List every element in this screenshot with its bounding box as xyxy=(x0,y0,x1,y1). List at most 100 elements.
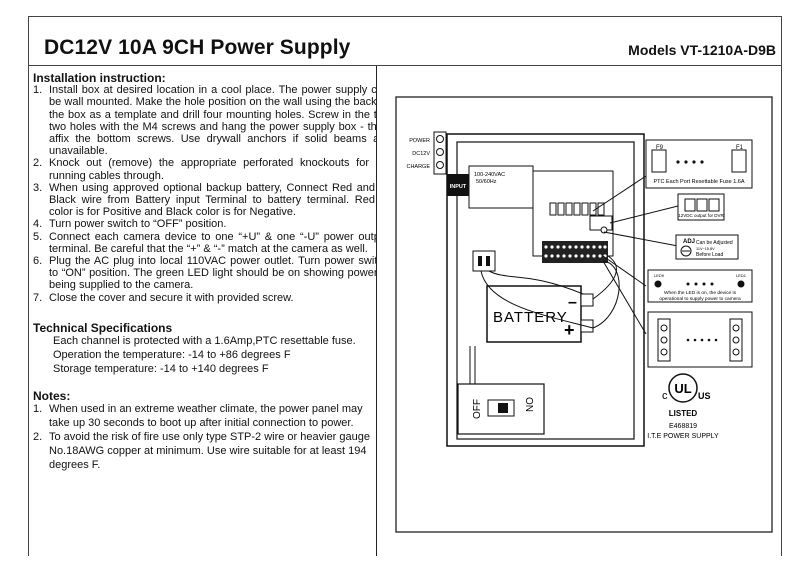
battery-neg-sign: – xyxy=(568,294,577,311)
ul-logo-icon xyxy=(668,373,698,403)
switch-rocker-knob xyxy=(498,403,508,413)
adjust-title: ADJ xyxy=(683,239,695,245)
wiring xyxy=(469,175,679,386)
list-item: 2.Knock out (remove) the appropriate per… xyxy=(33,157,369,182)
battery-label: BATTERY xyxy=(493,309,568,326)
indicator-label: POWER xyxy=(409,138,430,144)
indicator-panel: POWER DC12V CHARGE xyxy=(406,131,447,175)
enclosure-inner xyxy=(456,141,635,440)
fuse-label: F9 xyxy=(656,145,664,151)
leader-fuse xyxy=(592,175,647,212)
charge-led-icon xyxy=(436,161,444,169)
led-label: LED9 xyxy=(654,273,665,278)
file-number: E468819 xyxy=(669,423,697,430)
manufacturer-label: I.T.E POWER SUPPLY xyxy=(647,433,719,440)
fuse-icon xyxy=(549,202,557,216)
fuse-icon xyxy=(557,202,565,216)
battery: BATTERY – + xyxy=(486,285,594,343)
notes-list: 1.When used in an extreme weather climat… xyxy=(33,402,376,472)
battery-input-terminal xyxy=(472,250,496,272)
fuse-icon xyxy=(731,149,747,173)
list-item: 3.When using approved optional backup ba… xyxy=(33,181,375,219)
battery-pos-sign: + xyxy=(564,320,575,340)
terminal-icon xyxy=(684,198,696,212)
header-divider xyxy=(28,65,782,66)
list-item: 1.When used in an extreme weather climat… xyxy=(33,403,363,430)
output-terminal-block xyxy=(542,241,608,263)
dvr-callout: 12VDC output for DVR xyxy=(677,193,725,221)
battery-neg-post xyxy=(580,293,594,307)
adjust-line: Before Load xyxy=(696,252,723,258)
pcb-board xyxy=(532,170,614,263)
battery-neg-wire xyxy=(488,270,584,295)
battery-terminal-box xyxy=(472,250,496,272)
model-number: Models VT-1210A-D9B xyxy=(628,42,776,58)
fuse-callout: F9 F1 PTC Each Port Resettable Fuse 1.6A xyxy=(645,139,753,189)
led-label: LED1 xyxy=(736,273,747,278)
diagram-border xyxy=(395,96,773,533)
notes-heading: Notes: xyxy=(33,389,71,404)
fuse-icon xyxy=(651,149,667,173)
ac-voltage-label: 100-240VAC xyxy=(474,172,505,178)
page-frame-left xyxy=(28,16,29,556)
terminal-icon xyxy=(696,198,708,212)
indicator-label: CHARGE xyxy=(406,164,430,170)
fuse-icon xyxy=(573,202,581,216)
dc12v-led-icon xyxy=(436,148,444,156)
fuse-icon xyxy=(581,202,589,216)
ul-certification: UL c US LISTED E468819 I.T.E POWER SUPPL… xyxy=(647,373,719,440)
ac-frequency-label: 50/60Hz xyxy=(476,179,497,185)
dvr-output-terminal xyxy=(589,215,613,231)
led-icon xyxy=(654,280,662,288)
spec-line: Operation the temperature: -14 to +86 de… xyxy=(53,349,291,362)
listed-label: LISTED xyxy=(669,409,698,418)
wiring-diagram: POWER DC12V CHARGE INPUT 100-240VAC 50/6… xyxy=(395,96,773,533)
tech-specs-heading: Technical Specifications xyxy=(33,320,173,335)
ac-module xyxy=(468,165,534,209)
list-item: 1.Install box at desired location in a c… xyxy=(33,84,377,158)
spec-line: Each channel is protected with a 1.6Amp,… xyxy=(53,335,356,348)
list-item: 5.Connect each camera device to one “+U”… xyxy=(33,230,377,255)
fuse-row xyxy=(549,202,605,216)
instructions-text: Installation instruction: 1.Install box … xyxy=(33,72,377,472)
led-note: operational to supply power to camera xyxy=(659,296,741,302)
battery-pos-wire xyxy=(480,270,594,329)
tech-specs: Each channel is protected with a 1.6Amp,… xyxy=(33,334,376,376)
enclosure-outer xyxy=(446,133,645,447)
wire xyxy=(592,260,620,329)
indicator-label: DC12V xyxy=(412,151,430,157)
enclosure xyxy=(446,133,645,447)
terminal-pin xyxy=(478,256,482,266)
output-callout xyxy=(647,311,753,368)
spec-line: Storage temperature: -14 to +140 degrees… xyxy=(53,363,269,376)
page-title: DC12V 10A 9CH Power Supply xyxy=(44,36,351,59)
leader-adj xyxy=(603,231,679,247)
leader-dvr xyxy=(609,205,679,224)
fuse-icon xyxy=(565,202,573,216)
page-frame-right xyxy=(781,16,782,556)
input-label: INPUT xyxy=(450,184,467,190)
leader-led xyxy=(602,255,647,287)
dvr-label: 12VDC output for DVR xyxy=(678,213,724,218)
adjust-range: 11V~15.8V xyxy=(696,247,715,251)
list-item: 2.To avoid the risk of fire use only typ… xyxy=(33,431,370,472)
wiring-diagram-column: POWER DC12V CHARGE INPUT 100-240VAC 50/6… xyxy=(378,66,781,556)
ac-input-section: INPUT 100-240VAC 50/60Hz xyxy=(447,165,534,209)
adjust-callout: ADJ Can be Adjusted 11V~15.8V Before Loa… xyxy=(675,234,739,260)
power-switch: OFF ON xyxy=(457,383,545,435)
led-icon xyxy=(737,280,745,288)
list-item: 7.Close the cover and secure it with pro… xyxy=(33,291,294,304)
cert-us: US xyxy=(698,391,711,401)
list-item: 4.Turn power switch to “OFF” position. xyxy=(33,218,227,231)
cert-c: c xyxy=(662,390,668,402)
terminal-screws xyxy=(544,245,607,258)
fuse-note: PTC Each Port Resettable Fuse 1.6A xyxy=(653,179,744,185)
switch-on-label: ON xyxy=(523,397,534,412)
terminal-pin xyxy=(486,256,490,266)
fuse-icon xyxy=(597,202,605,216)
switch-off-label: OFF xyxy=(472,399,483,419)
installation-steps: 1.Install box at desired location in a c… xyxy=(33,84,377,304)
power-led-icon xyxy=(436,135,444,143)
wire xyxy=(592,255,617,300)
led-callout: LED9 LED1 When the LED is on, the device… xyxy=(647,269,753,303)
